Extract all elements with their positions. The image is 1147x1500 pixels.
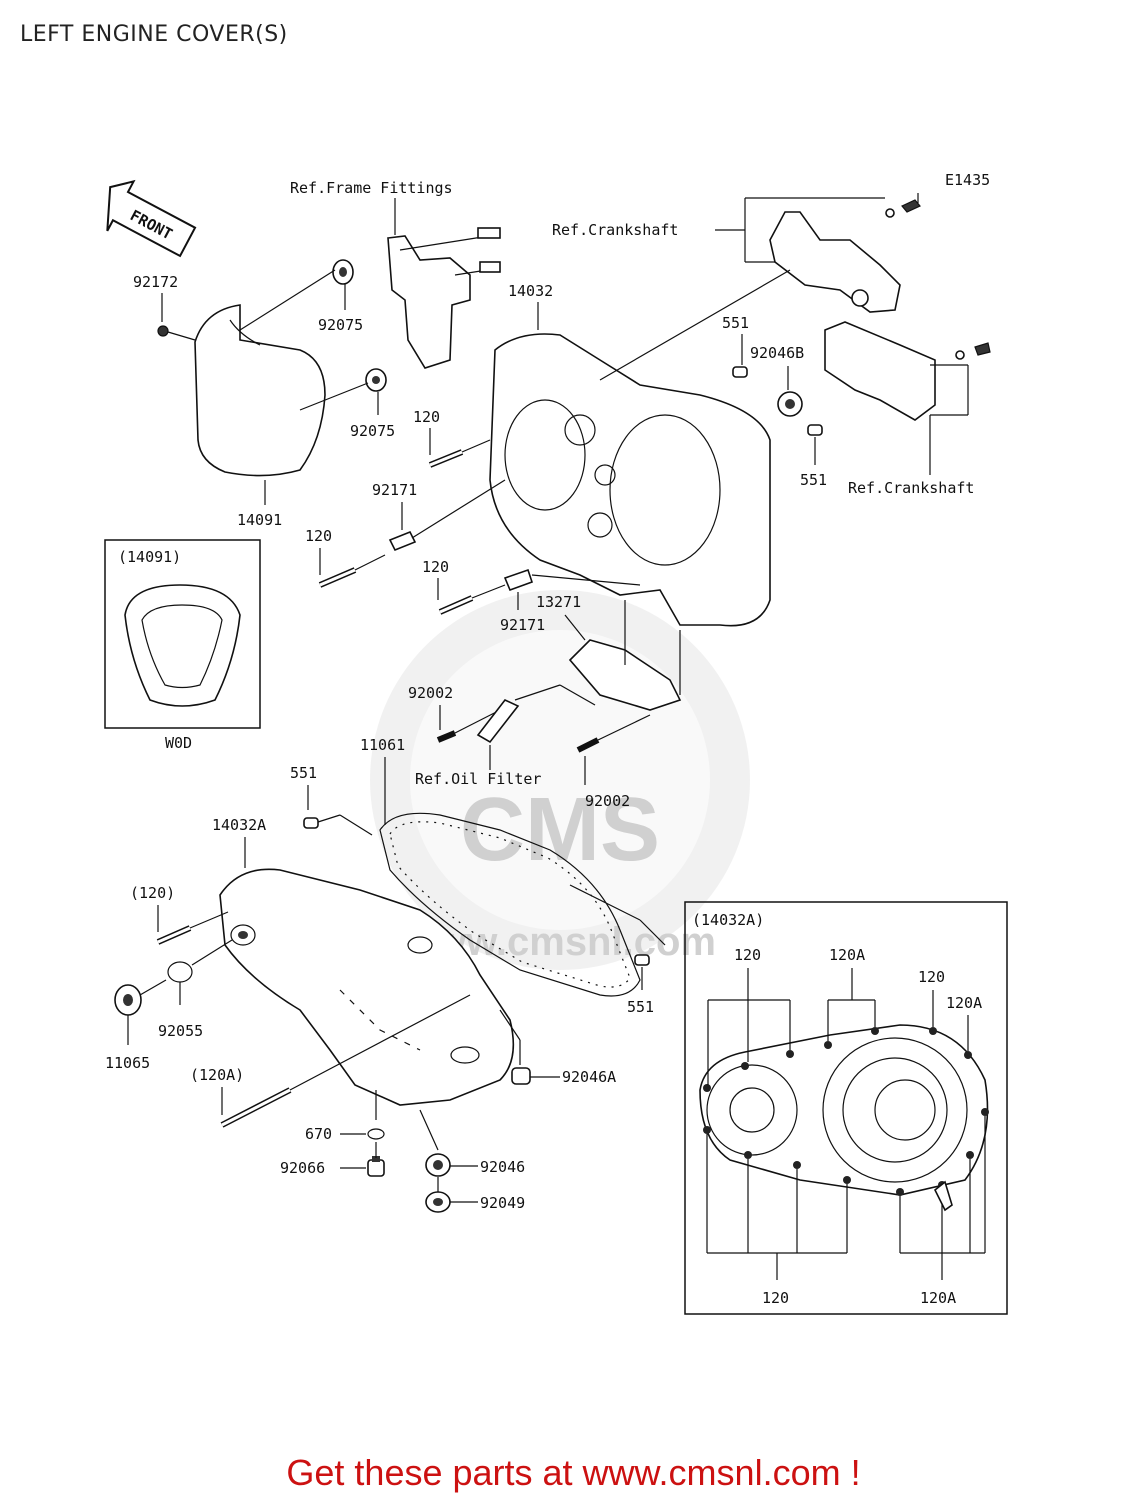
crankshaft-bracket-right [824,321,936,421]
inner-cover-14032 [489,333,771,627]
oil-filter-pipe [476,699,520,744]
collar-92171-b [503,568,534,592]
bolt-120-paren [156,925,192,945]
callout-92171-b: 92171 [500,616,545,634]
callout-92055: 92055 [158,1022,203,1040]
inset-callout-120A-right: 120A [946,994,982,1012]
plug-92066 [367,1156,385,1177]
inset-callout-120-top-right: 120 [918,968,945,986]
callout-120-a: 120 [413,408,440,426]
watermark-brand: CMS [460,780,660,880]
callout-92049: 92049 [480,1194,525,1212]
inset-14032A-header: (14032A) [692,911,764,929]
callout-11065: 11065 [105,1054,150,1072]
gasket-11061 [379,812,641,997]
inset-14032A: (14032A) 120 120A 120 120A [684,901,1008,1315]
bolt-92002-a [436,730,457,743]
callout-120A-paren: (120A) [190,1066,244,1084]
front-arrow-icon: FRONT [106,179,197,258]
inset-14091-header: (14091) [118,548,181,566]
callout-92046: 92046 [480,1158,525,1176]
inset-14091-footer: W0D [165,734,192,752]
callout-92171-a: 92171 [372,481,417,499]
inset-callout-120A-top: 120A [829,946,865,964]
inset-callout-120-top-left: 120 [734,946,761,964]
callout-551-d: 551 [627,998,654,1016]
bearing-92046B [777,391,803,417]
callout-120-c: 120 [422,558,449,576]
callout-551-c: 551 [290,764,317,782]
crankshaft-bracket-top [769,211,901,313]
callout-92002-b: 92002 [585,792,630,810]
bolt-120-b [318,567,357,588]
grommet-92075-top [332,259,354,285]
bolt-120-c [438,595,474,615]
callout-92066: 92066 [280,1159,325,1177]
callout-13271: 13271 [536,593,581,611]
bearing-92046 [425,1153,451,1177]
collar-92171-a [388,530,417,552]
exploded-parts-diagram: CMS www.cmsnl.com E1435 FRONT Ref.Frame … [104,171,1008,1315]
page-title: LEFT ENGINE COVER(S) [20,22,288,47]
callout-92172: 92172 [133,273,178,291]
seal-92049 [425,1191,451,1213]
bolt-92002-b [576,737,600,753]
callout-14032A: 14032A [212,816,266,834]
ref-crankshaft-right: Ref.Crankshaft [848,479,974,497]
ref-frame-fittings: Ref.Frame Fittings [290,179,453,197]
callout-120-paren: (120) [130,884,175,902]
callout-92002-a: 92002 [408,684,453,702]
callout-14032: 14032 [508,282,553,300]
callout-551-a: 551 [722,314,749,332]
bolt-120-a [428,449,464,468]
cap-11065 [114,984,142,1016]
ref-oil-filter: Ref.Oil Filter [415,770,541,788]
callout-551-b: 551 [800,471,827,489]
callout-670: 670 [305,1125,332,1143]
callout-11061: 11061 [360,736,405,754]
bolt-120A-long [220,1087,292,1128]
inset-callout-120-bottom: 120 [762,1289,789,1307]
callout-120-b: 120 [305,527,332,545]
grommet-92075-bottom [365,368,387,392]
ref-crankshaft-top: Ref.Crankshaft [552,221,678,239]
diagram-code: E1435 [945,171,990,189]
guide-plate-13271 [568,639,682,711]
inset-callout-120A-bottom: 120A [920,1289,956,1307]
frame-bracket [387,227,501,369]
callout-92075-b: 92075 [350,422,395,440]
callout-14091: 14091 [237,511,282,529]
callout-92046A: 92046A [562,1068,616,1086]
side-cover-14091 [194,304,326,477]
callout-92075-a: 92075 [318,316,363,334]
inset-14091: (14091) W0D [104,539,261,752]
footer-cta-link[interactable]: Get these parts at www.cmsnl.com ! [286,1452,861,1493]
callout-92046B: 92046B [750,344,804,362]
bearing-92046A [511,1067,531,1085]
